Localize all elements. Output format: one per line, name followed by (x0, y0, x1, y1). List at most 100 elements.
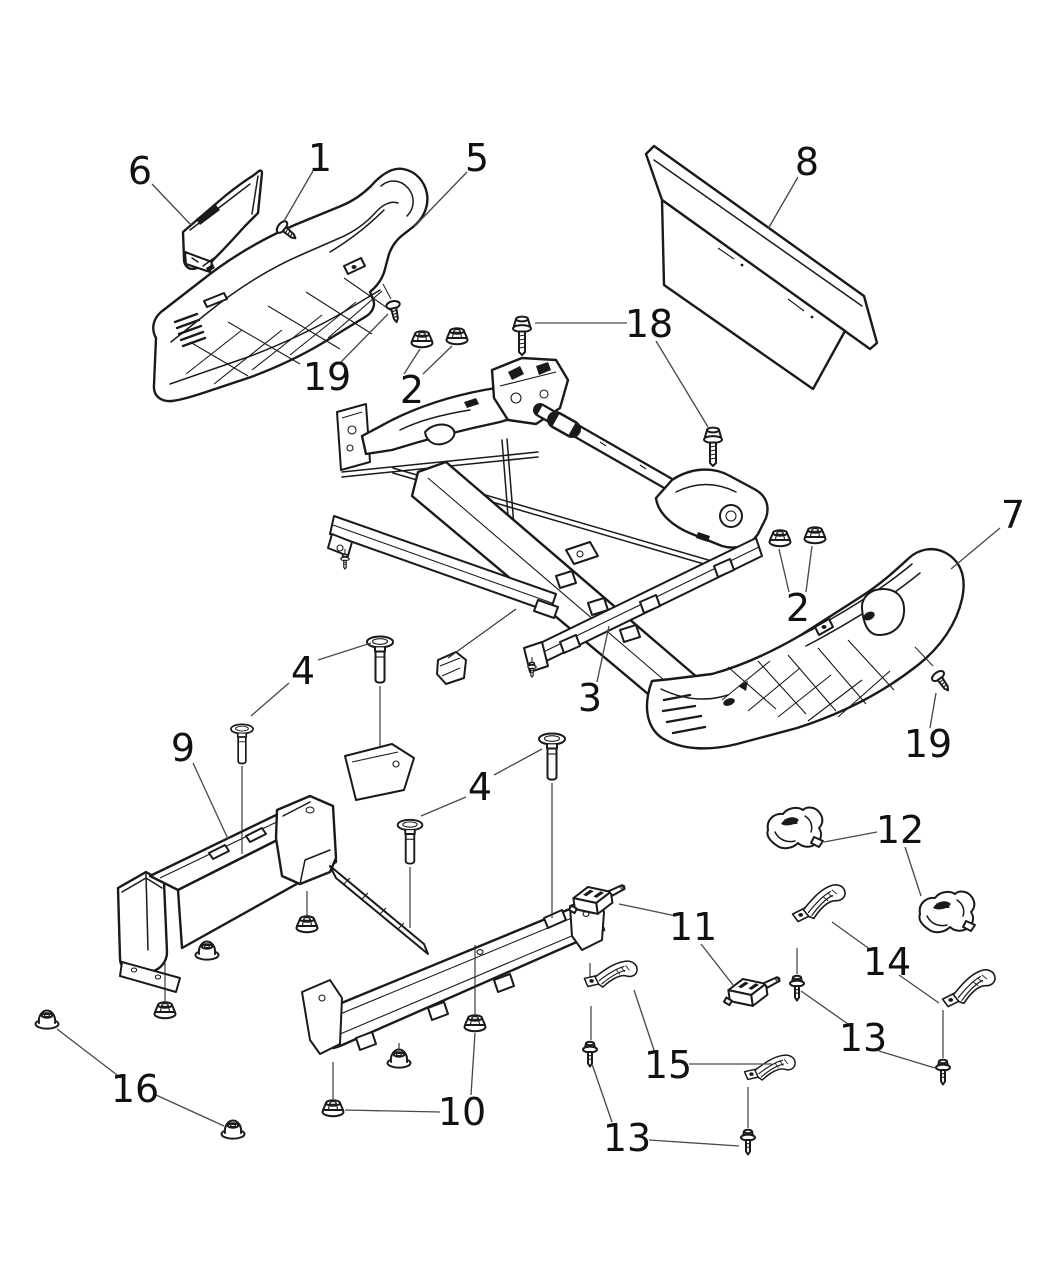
part-5-seat-shield-left (152, 167, 429, 403)
callout-19-leader-0 (929, 692, 937, 729)
part-8-shield-panel (644, 144, 879, 391)
cap-nut-icon (386, 1048, 412, 1069)
hex-nut-icon (803, 526, 827, 545)
part-3-seat-adjuster-shape (576, 550, 584, 558)
screw-washer-icon (935, 1058, 951, 1086)
callout-label-6: 6 (128, 149, 152, 193)
callout-15-leader-0 (633, 989, 655, 1051)
cross-tube (533, 403, 697, 505)
screw-washer-icon (789, 974, 805, 1002)
callout-label-12: 12 (876, 808, 924, 852)
part-7-seat-shield-right-shape (661, 693, 707, 735)
callout-label-19: 19 (904, 722, 952, 766)
part-6-recliner-cover-shape (251, 175, 259, 215)
part-7-seat-shield-right-shape (821, 625, 827, 629)
callout-12-leader-1 (904, 846, 922, 897)
hex-nut-icon (463, 1014, 487, 1033)
part-8-shield-panel-shape-shape (740, 263, 744, 267)
callout-1-leader-0 (283, 170, 314, 222)
callout-12-leader-0 (823, 831, 878, 843)
strap-icon (742, 1048, 797, 1087)
callout-11-leader-1 (700, 943, 734, 986)
part-7-seat-shield-right-shape (738, 681, 748, 691)
rear-rail-shape (318, 994, 326, 1002)
part-7-seat-shield-right-shape-shape (727, 639, 895, 715)
part-6-recliner-cover-shape (191, 257, 215, 267)
part-8-shield-panel-shape-shape (717, 247, 805, 312)
callout-label-11: 11 (669, 905, 717, 949)
part-9-riser-assembly-shape (208, 827, 267, 860)
strap-icon (789, 883, 849, 923)
callout-label-2: 2 (786, 586, 810, 630)
part-3-seat-adjuster-shape (347, 425, 357, 435)
hex-nut-icon (321, 1099, 345, 1118)
part-5-seat-shield-left-shape (173, 312, 207, 348)
callout-18-leader-1 (655, 340, 709, 428)
rear-rail-shape (355, 973, 515, 1051)
part-5-seat-shield-left-shape-shape (173, 312, 207, 348)
part-9-riser-assembly-shape (343, 877, 405, 930)
callout-label-3: 3 (578, 676, 602, 720)
callout-13-leader-0 (800, 990, 849, 1025)
tube-clamp-icon (918, 890, 976, 934)
callout-4-leader-1 (317, 642, 372, 661)
callout-label-9: 9 (171, 726, 195, 770)
hex-nut-icon (410, 330, 434, 349)
callout-13-leader-0 (591, 1063, 613, 1123)
callout-label-2: 2 (400, 368, 424, 412)
part-6-recliner-cover-shape (181, 169, 264, 271)
callout-9-leader-0 (192, 762, 229, 840)
rear-rail-shape (543, 909, 567, 929)
callout-5-leader-0 (413, 171, 468, 228)
part-9-riser-assembly-shape (305, 806, 315, 814)
rear-rail-shape (476, 949, 484, 955)
callout-10-leader-1 (470, 1032, 476, 1096)
part-9-riser-assembly-shape (274, 794, 338, 886)
screw-icon (929, 667, 955, 696)
callout-16-leader-0 (56, 1028, 122, 1079)
part-3-seat-adjuster-shape (675, 483, 737, 493)
part-6-recliner-cover (181, 169, 264, 273)
callout-14-leader-0 (831, 921, 872, 951)
callout-13-leader-1 (878, 1050, 936, 1069)
callout-19-leader-0 (339, 313, 389, 364)
part-7-seat-shield-right-shape (723, 698, 735, 706)
part-9-riser-assembly-shape (121, 873, 163, 951)
part-7-seat-shield-right-shape (860, 588, 906, 636)
cap-nut-icon (220, 1119, 246, 1140)
callout-3-leader-0 (596, 625, 610, 683)
part-9-riser-assembly-shape (130, 967, 138, 973)
shoulder-bolt-icon (396, 818, 424, 865)
part-7-seat-shield-right-shape (721, 639, 895, 722)
rear-rail-shape (301, 979, 343, 1055)
part-3-seat-adjuster-shape (427, 477, 679, 693)
callout-2-leader-1 (805, 545, 813, 593)
part-3-seat-adjuster-shape (464, 398, 479, 408)
part-3-seat-adjuster-shape (341, 411, 363, 419)
callout-label-14: 14 (863, 940, 911, 984)
part-3-seat-adjuster-shape (654, 468, 769, 549)
part-9-riser-assembly-shape (282, 801, 331, 885)
callout-16-leader-1 (155, 1094, 225, 1127)
assembly-line-14 (382, 283, 392, 300)
part-5-seat-shield-left-shape-shape (185, 290, 383, 385)
callout-7-leader-0 (950, 527, 1001, 570)
callout-label-13: 13 (603, 1116, 651, 1160)
callout-label-15: 15 (644, 1043, 692, 1087)
part-9-riser-assembly-shape (351, 751, 399, 763)
part-5-seat-shield-left-shape (185, 277, 397, 385)
part-3-seat-adjuster-shape (725, 510, 737, 522)
part-3-seat-adjuster-shape (499, 371, 557, 387)
shoulder-bolt-icon (538, 732, 566, 781)
callout-2-leader-0 (778, 548, 790, 593)
callout-11-leader-0 (618, 903, 677, 917)
assembly-lines-layer (164, 283, 944, 1128)
callout-label-1: 1 (308, 136, 332, 180)
callout-4-leader-1 (493, 748, 543, 776)
callout-label-19: 19 (303, 355, 351, 399)
callout-label-10: 10 (438, 1090, 486, 1134)
part-7-seat-shield-right-shape-shape (721, 660, 891, 722)
hex-nut-icon (768, 529, 792, 548)
part-5-seat-shield-left-shape (203, 292, 228, 308)
cross-tube-shape (552, 414, 576, 435)
